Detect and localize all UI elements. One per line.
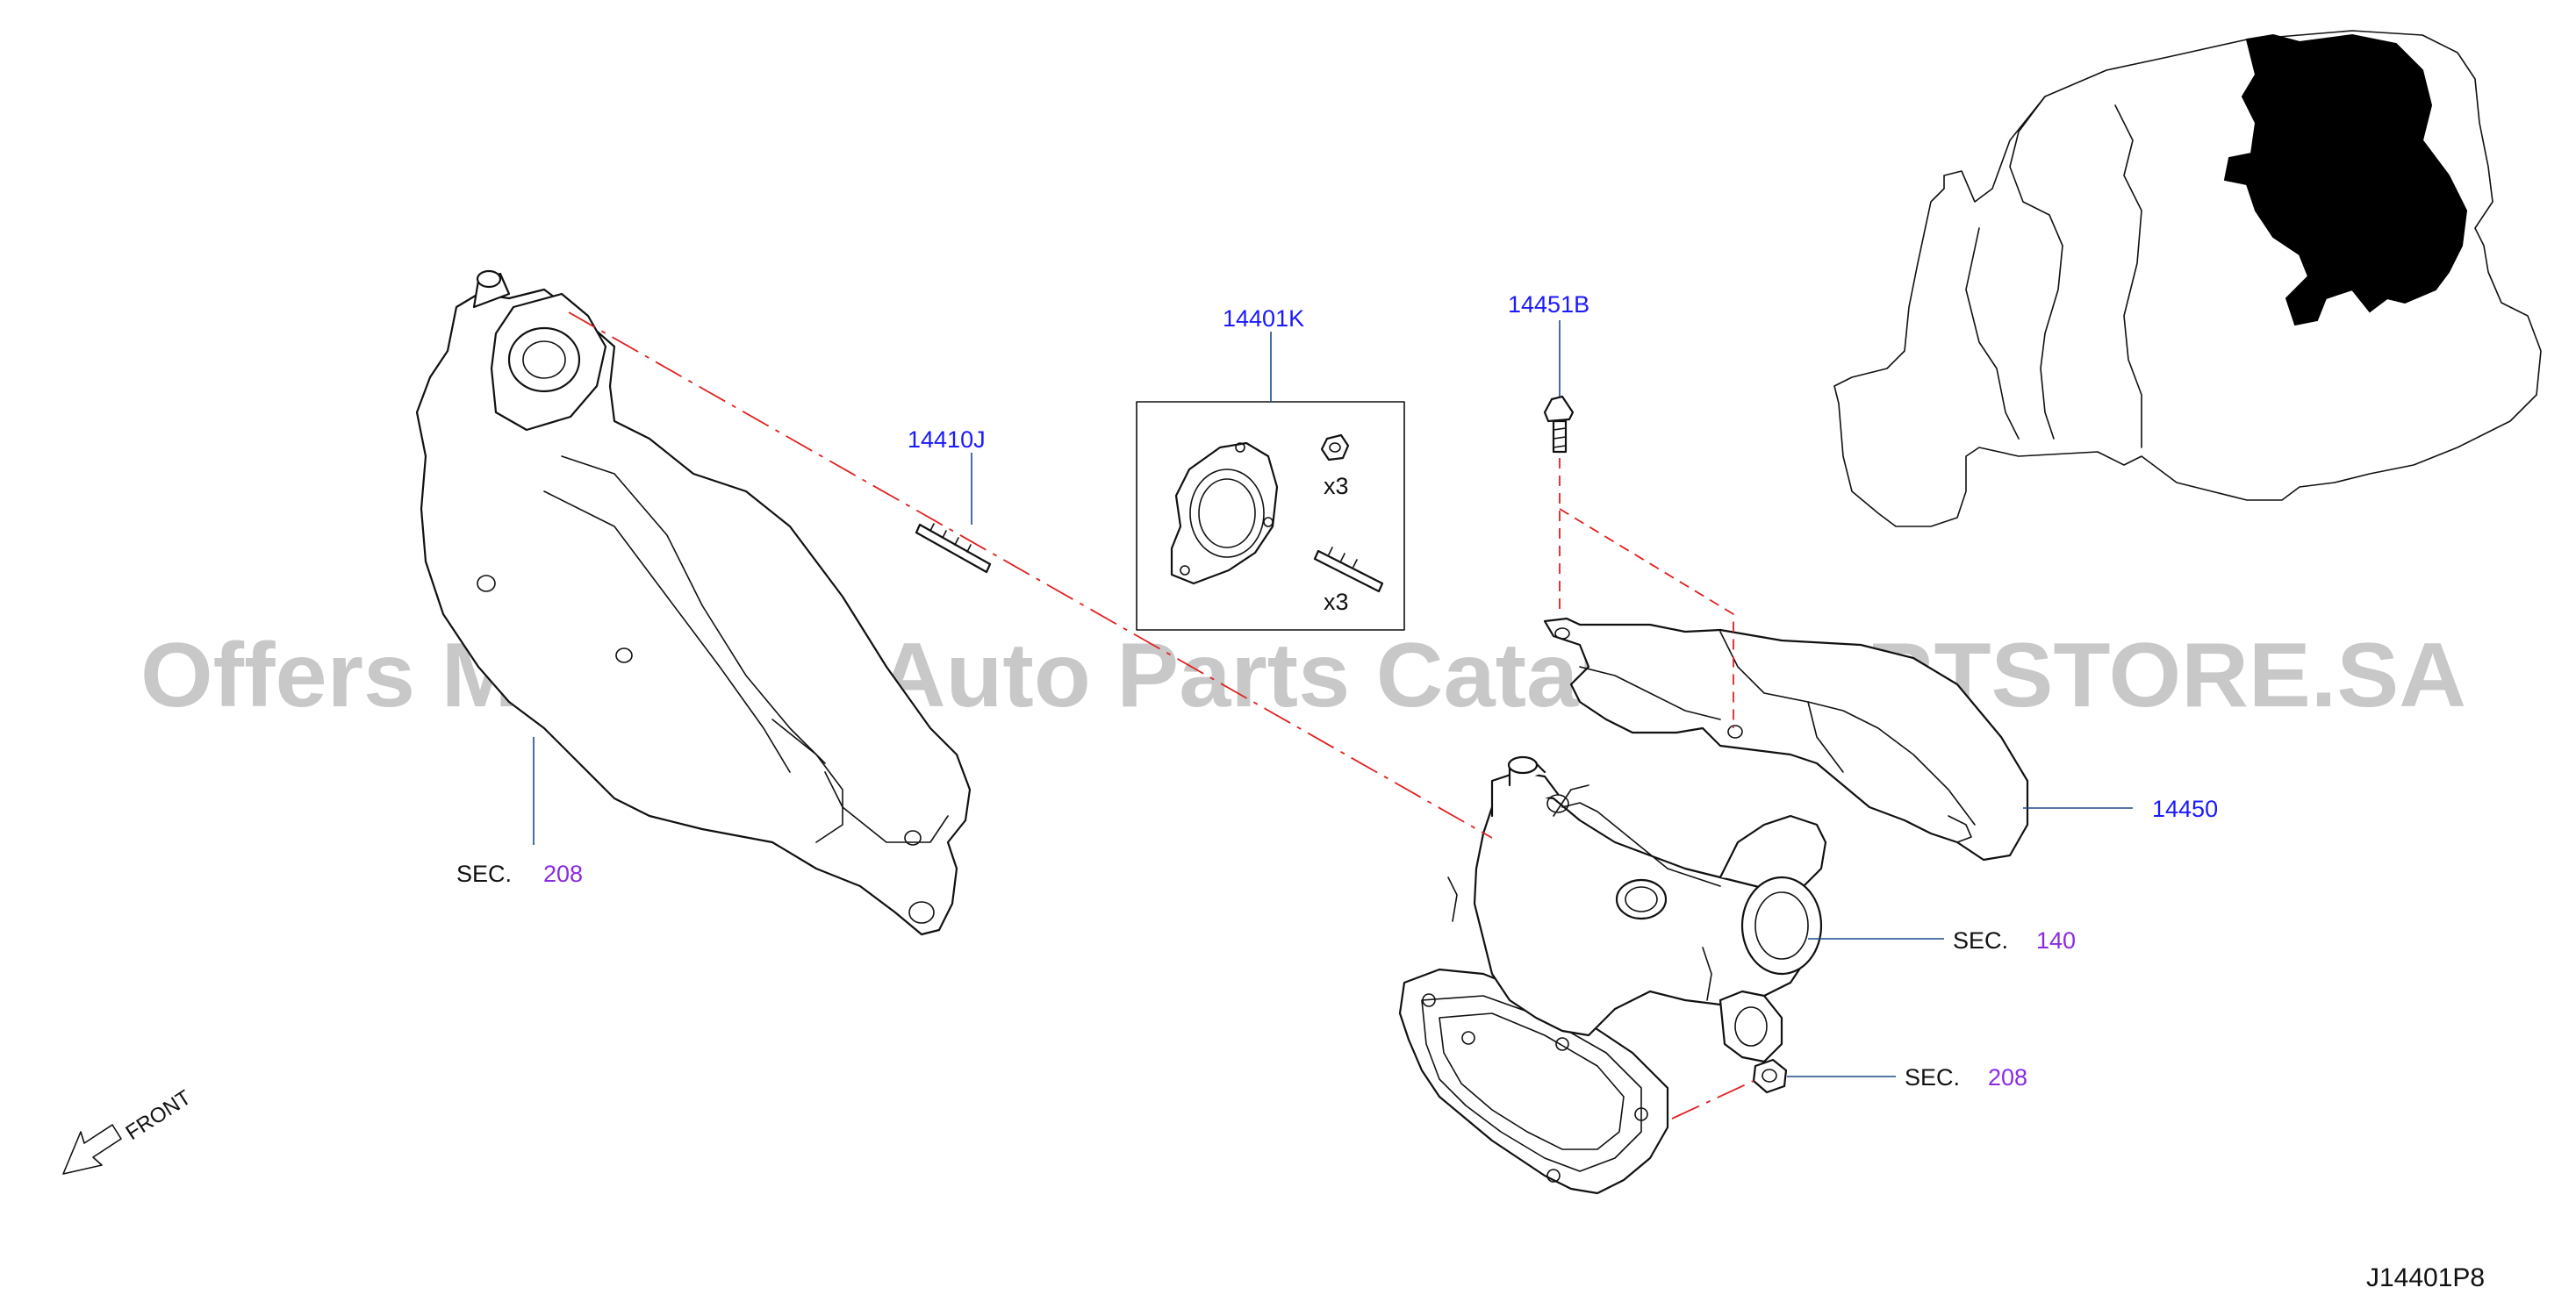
label-14401k[interactable]: 14401K [1223,305,1304,332]
gasket-kit-14401k[interactable]: x3 x3 [1136,401,1405,631]
sec-a-prefix: SEC. [456,861,512,887]
sec-a-number[interactable]: 208 [543,861,583,887]
label-14450[interactable]: 14450 [2152,796,2218,822]
catalytic-converter[interactable] [415,269,972,936]
stud-qty: x3 [1324,589,1349,615]
sec-c-number[interactable]: 208 [1988,1064,2027,1091]
front-arrow-icon [62,1124,122,1175]
stud-14410j[interactable] [915,523,992,574]
sec-b-number[interactable]: 140 [2036,927,2076,954]
dash-line-bolt-2 [1559,508,1734,728]
label-14410j[interactable]: 14410J [908,426,986,453]
dash-line-nut [1671,1080,1754,1120]
vehicle-locator [1833,30,2542,527]
sec-c-prefix: SEC. [1905,1064,1960,1091]
heat-insulator-14450[interactable] [1543,617,2029,862]
locator-highlight [2223,33,2468,326]
turbocharger-manifold[interactable] [1398,755,1827,1195]
diagram-id: J14401P8 [2366,1263,2485,1292]
sec-b-prefix: SEC. [1953,927,2008,954]
bolt-14451b[interactable] [1543,395,1575,454]
front-arrow: FRONT [62,1085,196,1175]
label-14451b[interactable]: 14451B [1508,291,1589,318]
dash-line-cat-to-turbo [568,311,1493,839]
nut-lower[interactable] [1752,1058,1788,1094]
front-label: FRONT [122,1085,196,1145]
nut-qty: x3 [1324,473,1349,499]
